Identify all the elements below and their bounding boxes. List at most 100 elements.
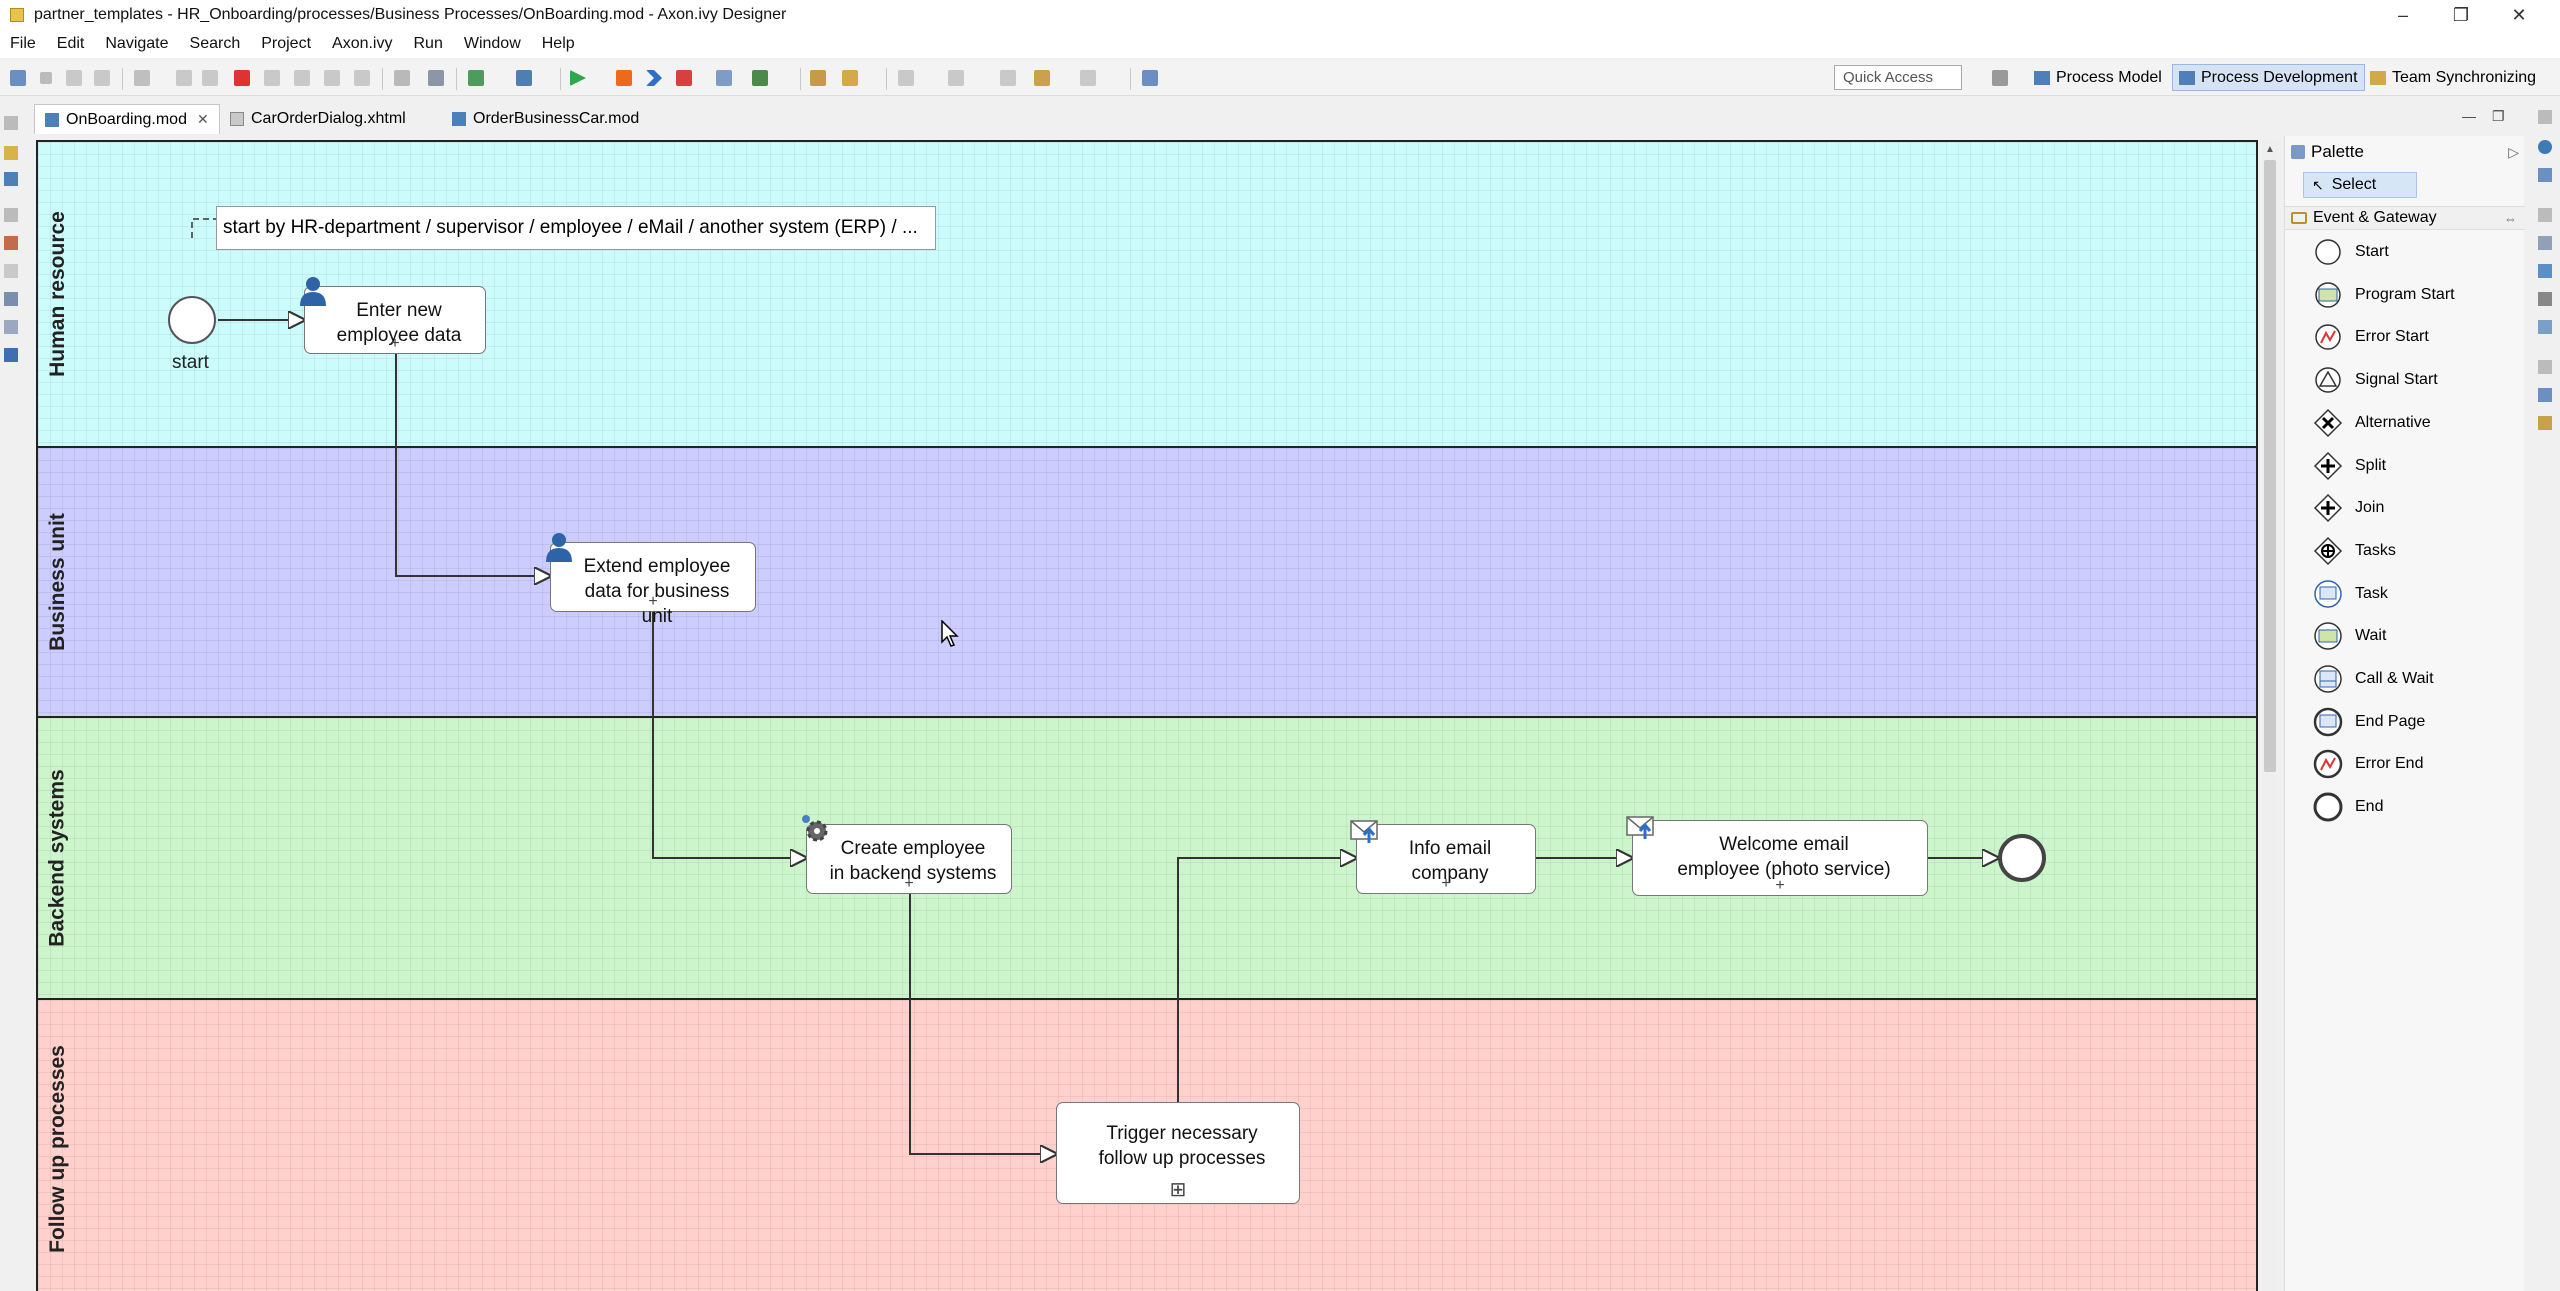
process-annotation[interactable]: start by HR-department / supervisor / em… xyxy=(216,206,936,250)
pin-icon[interactable]: ⇔ xyxy=(2504,210,2517,226)
palette-item-end[interactable]: End xyxy=(2313,789,2523,825)
expand-subprocess-icon[interactable]: ⊞ xyxy=(1169,1179,1187,1201)
stop-engine-icon[interactable] xyxy=(616,70,632,86)
start-event[interactable] xyxy=(168,296,216,344)
forward-icon[interactable] xyxy=(1080,70,1096,86)
restore-icon[interactable] xyxy=(2538,360,2552,374)
next-annotation-icon[interactable] xyxy=(948,70,964,86)
menu-edit[interactable]: Edit xyxy=(56,35,85,52)
lane-backend-systems[interactable]: Backend systems xyxy=(38,718,2256,1000)
quick-access-input[interactable]: Quick Access xyxy=(1834,65,1962,90)
components-icon[interactable] xyxy=(2538,388,2552,402)
resume-icon[interactable] xyxy=(176,70,192,86)
palette-item-signal-start[interactable]: Signal Start xyxy=(2313,362,2523,398)
animation-icon[interactable] xyxy=(716,70,732,86)
close-window-button[interactable]: ✕ xyxy=(2511,4,2527,25)
palette-item-join[interactable]: Join xyxy=(2313,490,2523,526)
list-icon[interactable] xyxy=(394,70,410,86)
open-perspective-icon[interactable] xyxy=(1142,70,1158,86)
perspective-process-model[interactable]: Process Model xyxy=(2028,64,2168,91)
expand-icon[interactable]: + xyxy=(390,335,400,352)
palette-select-tool[interactable]: ↖ Select xyxy=(2303,172,2417,198)
new-icon[interactable] xyxy=(10,70,26,86)
restore-icon[interactable] xyxy=(4,116,18,130)
problems-icon[interactable] xyxy=(4,292,18,306)
fast-forward-icon[interactable] xyxy=(646,70,662,86)
expand-icon[interactable]: + xyxy=(1441,875,1451,892)
dropdown-icon[interactable] xyxy=(40,72,52,84)
run-config-icon[interactable] xyxy=(468,70,484,86)
perspective-team-synchronizing[interactable]: Team Synchronizing xyxy=(2364,64,2542,91)
palette-item-alternative[interactable]: Alternative xyxy=(2313,405,2523,441)
step-return-icon[interactable] xyxy=(354,70,370,86)
canvas-vertical-scrollbar[interactable]: ▲ xyxy=(2262,140,2278,1291)
settings-icon[interactable] xyxy=(4,264,18,278)
last-edit-icon[interactable] xyxy=(1000,70,1016,86)
perspective-process-development[interactable]: Process Development xyxy=(2172,64,2365,91)
debug-icon[interactable] xyxy=(134,70,150,86)
back-icon[interactable] xyxy=(1034,70,1050,86)
expand-icon[interactable]: + xyxy=(648,593,658,610)
minimize-button[interactable]: – xyxy=(2397,4,2408,25)
open-perspective-dialog-icon[interactable] xyxy=(1992,70,2008,86)
tools-icon[interactable] xyxy=(428,70,444,86)
palette-item-call-wait[interactable]: Call & Wait xyxy=(2313,661,2523,697)
publish-icon[interactable] xyxy=(516,70,532,86)
start-engine-icon[interactable] xyxy=(570,70,586,86)
tab-orderbusinesscar-mod[interactable]: OrderBusinessCar.mod xyxy=(442,104,649,134)
process-editor-canvas[interactable]: Human resource Business unit Backend sys… xyxy=(36,140,2258,1291)
menu-file[interactable]: File xyxy=(10,35,36,52)
maximize-editor-button[interactable]: ❐ xyxy=(2492,108,2505,124)
disconnect-icon[interactable] xyxy=(264,70,280,86)
bug-icon[interactable] xyxy=(2538,236,2552,250)
palette-item-end-page[interactable]: End Page xyxy=(2313,704,2523,740)
close-tab-icon[interactable]: ✕ xyxy=(196,111,209,127)
palette-item-program-start[interactable]: Program Start xyxy=(2313,277,2523,313)
restore-icon[interactable] xyxy=(2538,208,2552,222)
palette-item-task[interactable]: Task xyxy=(2313,576,2523,612)
save-all-icon[interactable] xyxy=(94,70,110,86)
tree-icon[interactable] xyxy=(2538,168,2552,182)
project-explorer-icon[interactable] xyxy=(4,146,18,160)
step-into-icon[interactable] xyxy=(294,70,310,86)
collapse-palette-icon[interactable]: ▷ xyxy=(2508,144,2519,160)
expand-icon[interactable]: + xyxy=(904,875,914,892)
expand-icon[interactable]: + xyxy=(1775,877,1785,894)
suspend-icon[interactable] xyxy=(202,70,218,86)
menu-axonivy[interactable]: Axon.ivy xyxy=(332,35,393,52)
step-over-icon[interactable] xyxy=(324,70,340,86)
palette-drawer-event-gateway[interactable]: Event & Gateway ⇔ xyxy=(2285,206,2525,230)
menu-navigate[interactable]: Navigate xyxy=(105,35,169,52)
process-tree-icon[interactable] xyxy=(4,172,18,186)
remove-breakpoints-icon[interactable] xyxy=(676,70,692,86)
menu-project[interactable]: Project xyxy=(261,35,312,52)
console-icon[interactable] xyxy=(4,348,18,362)
minimize-editor-button[interactable]: — xyxy=(2462,108,2476,124)
breakpoints-icon[interactable] xyxy=(2538,264,2552,278)
menu-help[interactable]: Help xyxy=(541,35,575,52)
scrollbar-thumb[interactable] xyxy=(2264,160,2276,772)
expressions-icon[interactable] xyxy=(2538,320,2552,334)
palette-item-start[interactable]: Start xyxy=(2313,234,2523,270)
menu-search[interactable]: Search xyxy=(189,35,241,52)
lane-business-unit[interactable]: Business unit xyxy=(38,448,2256,718)
palette-item-error-start[interactable]: Error Start xyxy=(2313,319,2523,355)
end-event[interactable] xyxy=(1998,834,2046,882)
scroll-up-icon[interactable]: ▲ xyxy=(2265,144,2275,155)
tab-onboarding-mod[interactable]: OnBoarding.mod ✕ xyxy=(34,104,220,134)
menu-run[interactable]: Run xyxy=(413,35,443,52)
palette-item-split[interactable]: Split xyxy=(2313,448,2523,484)
variables-icon[interactable] xyxy=(2538,292,2552,306)
save-icon[interactable] xyxy=(66,70,82,86)
maximize-button[interactable]: ❐ xyxy=(2452,4,2470,25)
tab-carorderdialog-xhtml[interactable]: CarOrderDialog.xhtml xyxy=(220,104,416,134)
palette-item-tasks[interactable]: Tasks xyxy=(2313,533,2523,569)
open-folder-icon[interactable] xyxy=(810,70,826,86)
outline-icon[interactable] xyxy=(4,236,18,250)
palette-item-wait[interactable]: Wait xyxy=(2313,618,2523,654)
